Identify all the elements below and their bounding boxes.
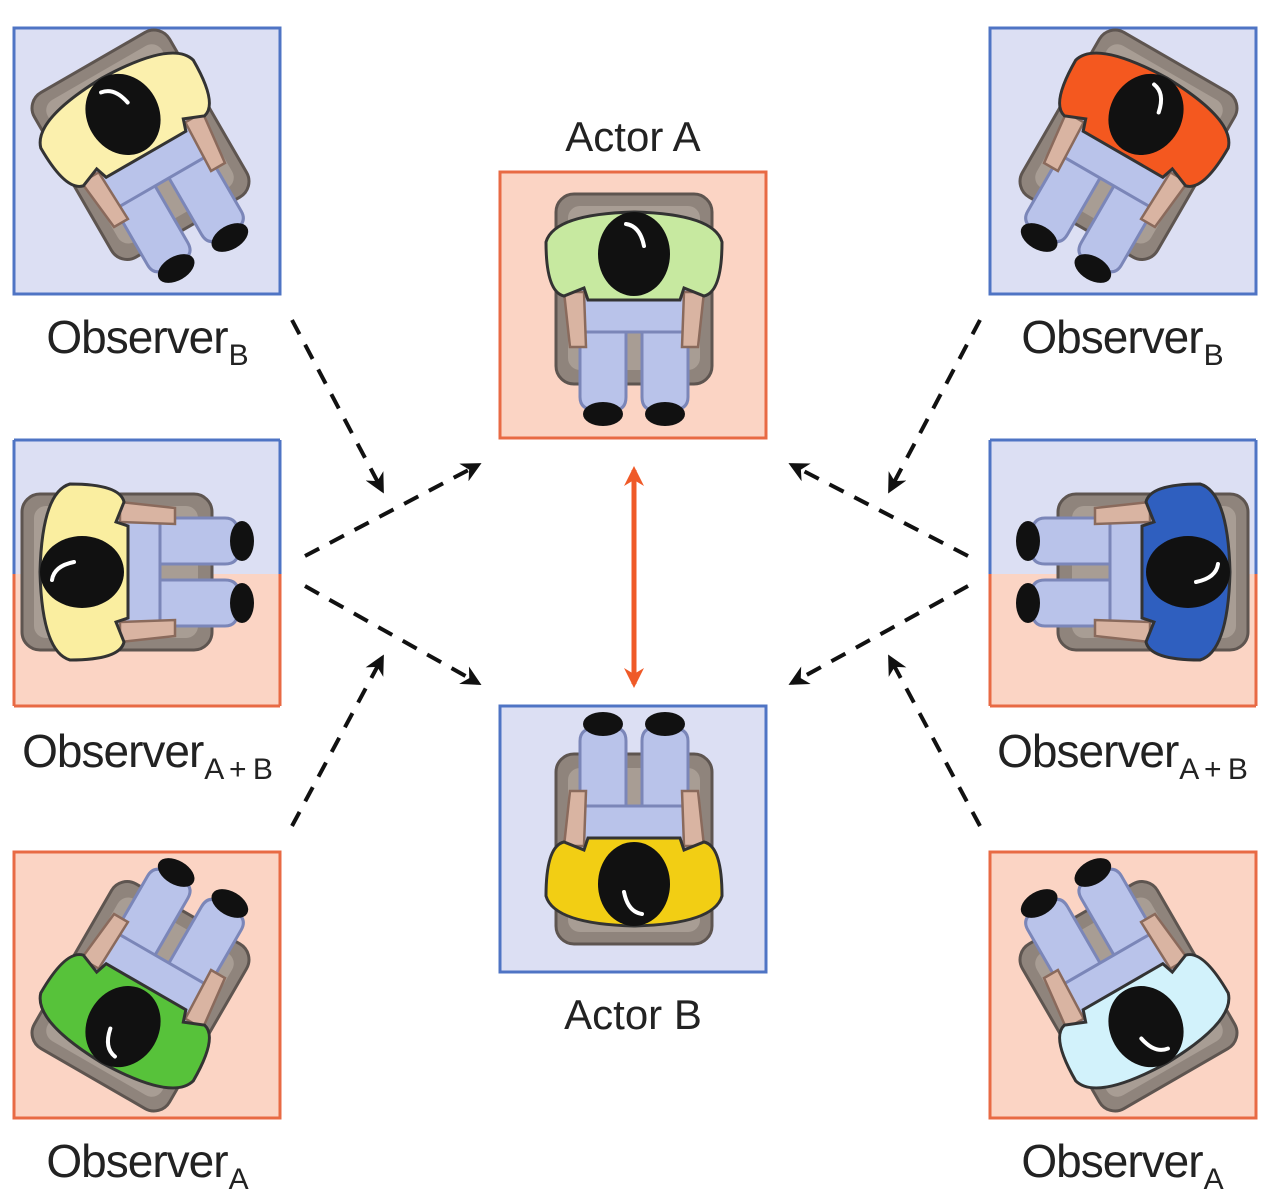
arrow-tr-observer — [888, 319, 982, 494]
observer-top-right-panel — [988, 26, 1258, 296]
arrow-bl-observer — [290, 654, 384, 827]
observer-name: Observer — [46, 1135, 228, 1187]
observer-bottom-left-figure — [30, 858, 251, 1113]
observer-mid-left-panel — [12, 438, 282, 708]
person-figure — [20, 482, 254, 662]
observer-name: Observer — [997, 725, 1179, 777]
person-figure — [544, 192, 724, 426]
observer-mid-right-panel — [988, 438, 1258, 708]
observer-subscript: B — [228, 339, 249, 372]
person-figure — [30, 28, 251, 283]
arrow-br-observer — [888, 654, 982, 827]
person-figure — [1018, 858, 1239, 1113]
observer-name: Observer — [46, 311, 228, 363]
arrow-ml-to-actor-b — [304, 584, 482, 685]
observer-subscript: A — [1203, 1163, 1224, 1196]
arrow-mr-to-actor-b — [788, 584, 969, 685]
observer-bottom-right-label: ObserverA — [1021, 1135, 1224, 1196]
observer-name: Observer — [1021, 311, 1203, 363]
actor-a-panel — [498, 170, 768, 440]
observer-top-right-label: ObserverB — [1021, 311, 1224, 372]
observer-subscript: B — [1203, 339, 1224, 372]
observer-name: Observer — [22, 725, 204, 777]
observer-mid-left-figure — [20, 482, 254, 662]
person-figure — [1018, 28, 1239, 283]
arrow-mr-to-actor-a — [788, 463, 969, 558]
person-figure — [1016, 482, 1250, 662]
person-figure — [544, 712, 724, 946]
observer-top-left-label: ObserverB — [46, 311, 249, 372]
observer-subscript: A — [228, 1163, 249, 1196]
observer-bottom-right-figure — [1018, 858, 1239, 1113]
actor-a-figure — [544, 192, 724, 426]
observer-subscript: A + B — [204, 753, 273, 786]
arrow-tl-observer — [290, 319, 384, 494]
observer-top-right-figure — [1018, 28, 1239, 283]
actor-b-figure — [544, 712, 724, 946]
observer-mid-right-figure — [1016, 482, 1250, 662]
arrow-ml-to-actor-a — [304, 463, 482, 558]
observer-top-left-figure — [30, 28, 251, 283]
observer-bottom-right-panel — [988, 850, 1258, 1120]
actor-b-panel — [498, 704, 768, 974]
observer-arrows — [290, 319, 982, 827]
observer-top-left-panel — [12, 26, 282, 296]
observer-subscript: A + B — [1179, 753, 1248, 786]
observer-bottom-left-label: ObserverA — [46, 1135, 249, 1196]
observer-name: Observer — [1021, 1135, 1203, 1187]
actor-a-label: Actor A — [565, 113, 701, 160]
person-figure — [30, 858, 251, 1113]
observer-mid-left-label: ObserverA + B — [22, 725, 273, 786]
observer-bottom-left-panel — [12, 850, 282, 1120]
observer-mid-right-label: ObserverA + B — [997, 725, 1248, 786]
actor-b-label: Actor B — [564, 991, 702, 1038]
